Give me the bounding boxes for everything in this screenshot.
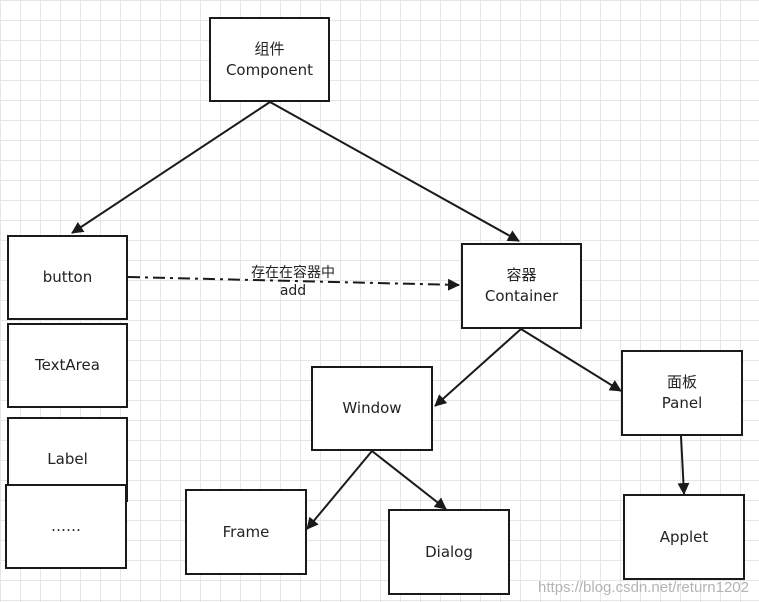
container-node-english: Container	[484, 287, 559, 305]
arrow-component-to-container	[269, 101, 520, 242]
panel-node-english: Panel	[661, 394, 703, 412]
panel-node-chinese: 面板	[666, 373, 697, 391]
arrow-container-to-window	[434, 328, 522, 407]
textarea-node: TextArea	[7, 323, 128, 408]
add-edge-label-chinese: 存在在容器中	[251, 265, 335, 281]
applet-node: Applet	[623, 494, 745, 580]
frame-node-label: Frame	[222, 522, 270, 541]
component-node-chinese: 组件	[254, 39, 285, 58]
frame-node: Frame	[185, 489, 307, 575]
applet-node-label: Applet	[659, 527, 709, 546]
dialog-node-label: Dialog	[425, 542, 473, 561]
button-node-label: button	[42, 268, 93, 286]
arrow-panel-to-applet	[677, 435, 690, 495]
container-node-chinese: 容器	[506, 266, 537, 284]
add-edge-label-english: add	[279, 283, 307, 299]
add-edge-label: 存在在容器中 add	[238, 264, 348, 300]
ellipsis-node: ……	[5, 484, 127, 569]
label-node-label: Label	[47, 450, 88, 468]
arrow-component-to-button	[71, 101, 271, 234]
window-node: Window	[311, 366, 433, 451]
arrow-container-to-panel	[520, 328, 622, 392]
button-node: button	[7, 235, 128, 320]
panel-node: 面板 Panel	[621, 350, 743, 436]
dialog-node: Dialog	[388, 509, 510, 595]
window-node-label: Window	[342, 399, 402, 417]
component-node-english: Component	[225, 60, 314, 79]
arrow-window-to-dialog	[371, 450, 447, 510]
container-node: 容器 Container	[461, 243, 582, 329]
component-node: 组件 Component	[209, 17, 330, 102]
watermark-text: https://blog.csdn.net/return1202	[538, 579, 749, 596]
textarea-node-label: TextArea	[35, 356, 100, 374]
arrow-button-to-container-dashed	[127, 276, 460, 291]
ellipsis-node-label: ……	[51, 517, 81, 535]
arrow-window-to-frame	[306, 450, 373, 530]
